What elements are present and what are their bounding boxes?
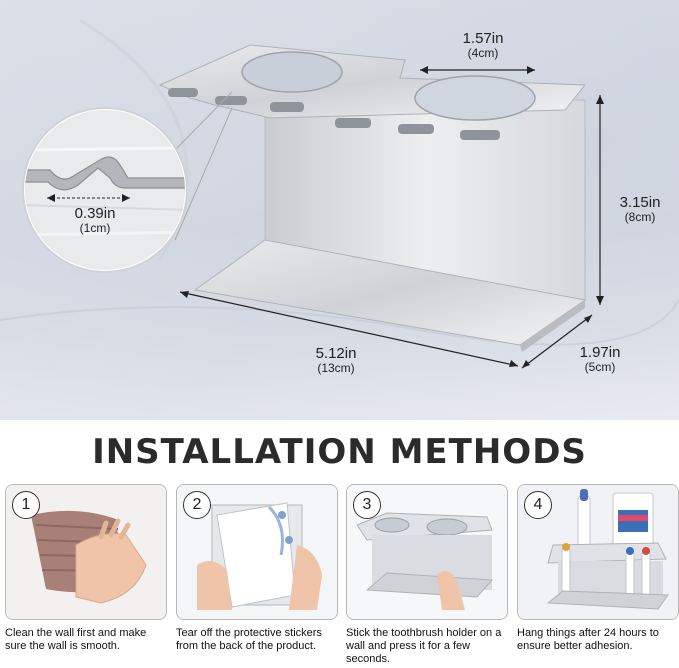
step-1-photo: 1: [5, 484, 167, 620]
top-width-in: 1.57in: [462, 30, 504, 47]
product-photo: 1.57in (4cm) 0.39in (1cm) 3.15in (8cm) 5…: [0, 0, 679, 420]
depth-dimension: 1.97in (5cm): [565, 344, 635, 375]
height-dimension: 3.15in (8cm): [605, 194, 675, 225]
step-3-caption: Stick the toothbrush holder on a wall an…: [346, 627, 502, 665]
length-dimension: 5.12in (13cm): [296, 345, 376, 376]
top-width-dimension: 1.57in (4cm): [443, 30, 523, 61]
step-4-caption: Hang things after 24 hours to ensure bet…: [517, 627, 659, 652]
step-3-photo: 3: [346, 484, 508, 620]
mounted-holder-image: [347, 485, 507, 619]
step-1: 1 Clean the wall first and make sure the…: [5, 484, 167, 653]
step-1-number: 1: [12, 491, 40, 519]
section-title: INSTALLATION METHODS: [92, 432, 587, 472]
depth-cm: (5cm): [584, 360, 616, 375]
holder-in-use-image: [518, 485, 678, 619]
step-2: 2 Tear off the protective stickers from …: [176, 484, 338, 653]
step-2-caption: Tear off the protective stickers from th…: [176, 627, 322, 652]
step-3-number: 3: [353, 491, 381, 519]
step-2-number: 2: [183, 491, 211, 519]
top-width-cm: (4cm): [467, 46, 499, 61]
slot-width-in: 0.39in: [74, 205, 116, 222]
step-1-caption: Clean the wall first and make sure the w…: [5, 627, 147, 652]
length-cm: (13cm): [317, 361, 355, 376]
peeling-sticker-image: [177, 485, 337, 619]
step-3: 3 Stick the toothbrush holder on a wall …: [346, 484, 508, 666]
step-4: 4 Hang things after 24 hours to ensure b…: [517, 484, 679, 653]
depth-in: 1.97in: [579, 344, 621, 361]
height-cm: (8cm): [624, 210, 656, 225]
slot-width-dimension: 0.39in (1cm): [55, 205, 135, 236]
height-in: 3.15in: [619, 194, 661, 211]
step-4-photo: 4: [517, 484, 679, 620]
step-2-photo: 2: [176, 484, 338, 620]
length-in: 5.12in: [315, 345, 357, 362]
toothbrush-holder-illustration: [0, 0, 679, 420]
slot-width-cm: (1cm): [79, 221, 111, 236]
step-4-number: 4: [524, 491, 552, 519]
